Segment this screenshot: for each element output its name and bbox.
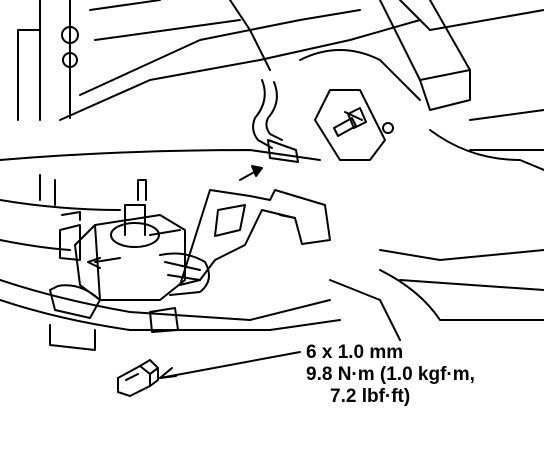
- torque-lbf-label: 7.2 lbf·ft): [330, 386, 411, 407]
- bolt-size-label: 6 x 1.0 mm: [306, 342, 404, 363]
- lower-rail: [0, 149, 341, 331]
- actuator-assembly: [59, 179, 210, 301]
- callout-leader: [159, 351, 301, 379]
- clamp: [49, 284, 179, 351]
- bolt-icon: [333, 107, 394, 137]
- hose: [252, 79, 299, 163]
- background-frame: [17, 0, 544, 341]
- arrow-icon: [239, 165, 263, 181]
- mounting-bracket: [179, 189, 331, 286]
- torque-nm-label: 9.8 N·m (1.0 kgf·m,: [306, 364, 475, 385]
- fastening-bolt-icon: [117, 359, 159, 397]
- mount-plate: [314, 89, 386, 161]
